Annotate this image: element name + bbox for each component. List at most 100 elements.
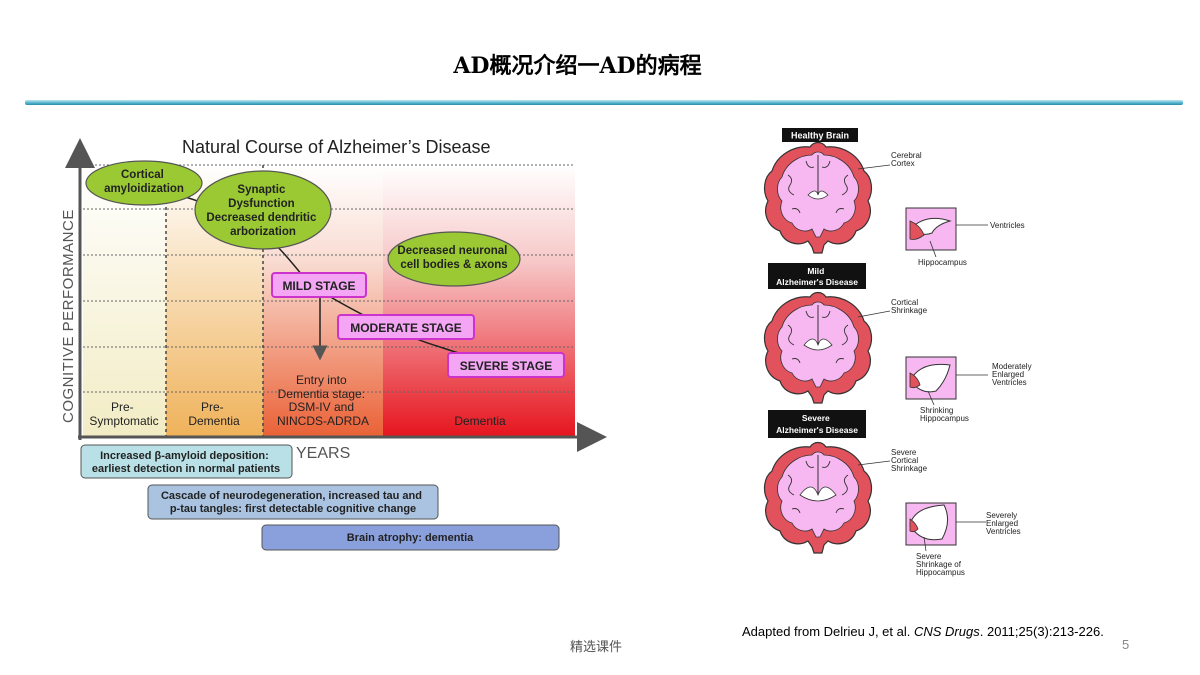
oval-line: Decreased neuronal bbox=[397, 245, 507, 257]
panel-heading-box bbox=[768, 410, 866, 438]
heading-line: Mild bbox=[807, 266, 824, 276]
footer-text: 精选课件 bbox=[570, 639, 623, 654]
label-line: Cerebral bbox=[891, 151, 922, 160]
bar-brain-atrophy: Brain atrophy: dementia bbox=[261, 524, 560, 551]
label-hippocampus: Hippocampus bbox=[918, 258, 967, 267]
phase-line: NINCDS-ADRDA bbox=[277, 414, 369, 428]
phase-label-dementia: Dementia bbox=[454, 414, 506, 428]
label-line: Ventricles bbox=[992, 378, 1027, 387]
title-divider bbox=[25, 100, 1183, 105]
citation-journal: CNS Drugs bbox=[913, 624, 980, 639]
moderate-stage-box: MODERATE STAGE bbox=[337, 314, 475, 340]
heading-line: Alzheimer's Disease bbox=[776, 277, 858, 287]
svg-text:Decreased neuronal cell: Decreased neuronal cell bodies & axons bbox=[397, 245, 510, 271]
panel-heading-box bbox=[768, 263, 866, 289]
label-line: Enlarged bbox=[986, 519, 1018, 528]
ventricle-zoom-mild bbox=[905, 356, 957, 400]
bar-line: earliest detection in normal patients bbox=[92, 463, 280, 475]
label-line: Moderately bbox=[992, 362, 1032, 371]
oval-line: Dysfunction bbox=[228, 198, 294, 210]
phase-line: Dementia bbox=[188, 414, 240, 428]
label-line: Shrinking bbox=[920, 406, 953, 415]
callout-line bbox=[857, 310, 891, 318]
bar-line: Cascade of neurodegeneration, increased … bbox=[161, 490, 422, 502]
heading-line: Severe bbox=[802, 413, 830, 423]
callout-line bbox=[857, 164, 891, 170]
panel-heading: Healthy Brain bbox=[791, 131, 849, 141]
label-line: Enlarged bbox=[992, 370, 1024, 379]
brain-panel-mild: Mild Alzheimer's Disease Cortical Shrink… bbox=[763, 263, 1032, 423]
bar-line: p-tau tangles: first detectable cognitiv… bbox=[170, 503, 416, 515]
ad-course-diagram: Natural Course of Alzheimer’s Disease CO… bbox=[60, 137, 607, 551]
phase-label-predementia: Pre- Dementia bbox=[188, 400, 240, 428]
label-line: Shrinkage of bbox=[916, 560, 962, 569]
phase-line: Entry into bbox=[296, 373, 347, 387]
label-cortical-shrinkage: Cortical Shrinkage bbox=[891, 298, 928, 315]
svg-text:Synaptic Dysfunction: Synaptic Dysfunction Decreased dendritic… bbox=[206, 184, 319, 238]
panel-heading-box bbox=[782, 128, 858, 142]
label-line: Cortical bbox=[891, 456, 918, 465]
oval-line: Decreased dendritic bbox=[206, 212, 317, 224]
phase-line: Pre- bbox=[201, 400, 224, 414]
bar-neurodegeneration: Cascade of neurodegeneration, increased … bbox=[147, 484, 439, 520]
oval-synaptic-dysfunction: Synaptic Dysfunction Decreased dendritic… bbox=[194, 170, 332, 250]
label-severe-cortical-shrinkage: Severe Cortical Shrinkage bbox=[891, 448, 928, 473]
phase-line: DSM-IV and bbox=[289, 400, 354, 414]
svg-text:Brain atrophy: dementia: Brain atrophy: dementia bbox=[347, 532, 474, 544]
x-axis-label: YEARS bbox=[296, 445, 350, 462]
phase-line: Dementia bbox=[454, 414, 506, 428]
callout-line bbox=[923, 536, 927, 552]
label-line: Hippocampus bbox=[920, 414, 969, 423]
mild-stage-label: MILD STAGE bbox=[282, 279, 355, 293]
label-line: Cortical bbox=[891, 298, 918, 307]
phase-label-dementia-entry: Entry into Dementia stage: DSM-IV and NI… bbox=[277, 373, 369, 428]
diagram-title: Natural Course of Alzheimer’s Disease bbox=[182, 137, 490, 157]
oval-line: cell bodies & axons bbox=[400, 259, 507, 271]
callout-line bbox=[929, 240, 937, 258]
bar-line: Increased β-amyloid deposition: bbox=[100, 450, 269, 462]
callout-line bbox=[857, 460, 891, 466]
phase-line: Dementia stage: bbox=[278, 387, 365, 401]
label-line: Hippocampus bbox=[916, 568, 965, 577]
phase-label-presymptomatic: Pre- Symptomatic bbox=[89, 400, 158, 428]
phase-line: Pre- bbox=[111, 400, 134, 414]
slide-title: AD概况介绍一AD的病程 bbox=[453, 53, 702, 79]
brain-healthy-image bbox=[763, 141, 873, 254]
svg-text:Cortical amyloidization: Cortical amyloidization bbox=[104, 169, 184, 195]
oval-line: amyloidization bbox=[104, 183, 184, 195]
label-line: Ventricles bbox=[986, 527, 1021, 536]
ventricle-zoom-severe bbox=[905, 502, 957, 546]
label-line: Cortex bbox=[891, 159, 915, 168]
oval-line: Synaptic bbox=[237, 184, 286, 196]
y-axis-label: COGNITIVE PERFORMANCE bbox=[60, 209, 77, 423]
citation: Adapted from Delrieu J, et al. CNS Drugs… bbox=[742, 624, 1104, 639]
bar-line: Brain atrophy: dementia bbox=[347, 532, 474, 544]
severe-stage-box: SEVERE STAGE bbox=[447, 352, 565, 378]
brain-severe-image bbox=[763, 441, 873, 554]
brain-mild-image bbox=[763, 291, 873, 404]
oval-line: arborization bbox=[230, 226, 296, 238]
label-ventricles: Ventricles bbox=[990, 221, 1025, 230]
brain-panel-severe: Severe Alzheimer's Disease Severe Cortic… bbox=[763, 410, 1021, 577]
panel-heading: Mild Alzheimer's Disease bbox=[776, 266, 858, 287]
phase-line: Symptomatic bbox=[89, 414, 158, 428]
label-line: Shrinkage bbox=[891, 464, 928, 473]
label-line: Severe bbox=[891, 448, 917, 457]
panel-heading: Severe Alzheimer's Disease bbox=[776, 413, 858, 435]
label-severe-hippocampus: Severe Shrinkage of Hippocampus bbox=[916, 552, 965, 577]
oval-cortical-amyloidization: Cortical amyloidization bbox=[85, 160, 203, 206]
label-shrinking-hippocampus: Shrinking Hippocampus bbox=[920, 406, 969, 423]
citation-suffix: . 2011;25(3):213-226. bbox=[979, 624, 1104, 639]
svg-text:Cascade of neurodegeneration,: Cascade of neurodegeneration, increased … bbox=[161, 490, 425, 515]
moderate-stage-label: MODERATE STAGE bbox=[350, 321, 462, 335]
callout-line bbox=[927, 390, 935, 406]
brain-atrophy-illustration: Healthy Brain Cerebral Cortex Ventricles… bbox=[763, 128, 1032, 577]
oval-line: Cortical bbox=[121, 169, 164, 181]
label-cerebral-cortex: Cerebral Cortex bbox=[891, 151, 924, 168]
label-severely-enlarged: Severely Enlarged Ventricles bbox=[986, 511, 1021, 536]
bar-amyloid-deposition: Increased β-amyloid deposition: earliest… bbox=[80, 444, 293, 479]
brain-panel-healthy: Healthy Brain Cerebral Cortex Ventricles… bbox=[763, 128, 1025, 267]
label-line: Shrinkage bbox=[891, 306, 928, 315]
label-line: Severely bbox=[986, 511, 1017, 520]
heading-line: Alzheimer's Disease bbox=[776, 425, 858, 435]
